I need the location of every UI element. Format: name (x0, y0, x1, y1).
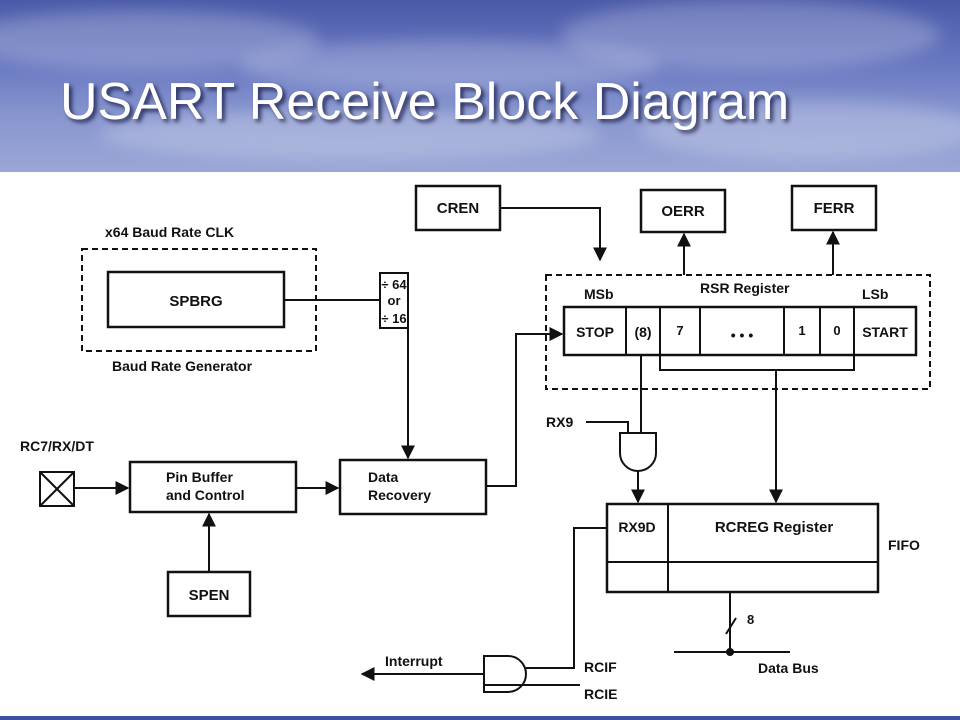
rx9-and-gate (619, 432, 657, 472)
rsr-start: START (862, 324, 908, 340)
rsr-dots: • • • (731, 327, 754, 343)
bus-junction (726, 648, 734, 656)
rsr-bit0: 0 (833, 323, 840, 338)
slide-title: USART Receive Block Diagram (60, 73, 790, 131)
footer-rule (0, 716, 960, 720)
rcie-label: RCIE (584, 686, 617, 702)
divider-line1: ÷ 64 (381, 277, 407, 292)
rsr-register-box (562, 305, 918, 357)
bus-width-label: 8 (747, 612, 754, 627)
rcreg-register-label: RCREG Register (715, 519, 834, 536)
rx9-label: RX9 (546, 414, 573, 430)
pin-buffer-line2: and Control (166, 487, 245, 503)
rsr-register-label: RSR Register (700, 280, 790, 296)
rsr-bit1: 1 (798, 323, 805, 338)
divider-line2: or (388, 293, 401, 308)
msb-label: MSb (584, 286, 614, 302)
oerr-box (639, 188, 727, 234)
oerr-label: OERR (661, 203, 705, 220)
usart-receive-diagram: x64 Baud Rate CLK Baud Rate Generator SP… (20, 184, 931, 702)
pin-label: RC7/RX/DT (20, 438, 94, 454)
baud-rate-clk-label: x64 Baud Rate CLK (105, 224, 234, 240)
interrupt-and-gate (483, 655, 527, 693)
rsr-bit7: 7 (676, 323, 683, 338)
fifo-label: FIFO (888, 537, 920, 553)
lsb-label: LSb (862, 286, 888, 302)
divider-line3: ÷ 16 (381, 311, 406, 326)
rsr-bit8: (8) (634, 324, 651, 340)
interrupt-label: Interrupt (385, 653, 443, 669)
cren-label: CREN (437, 200, 480, 217)
data-recovery-line1: Data (368, 469, 399, 485)
spbrg-label: SPBRG (169, 293, 222, 310)
rx9d-label: RX9D (618, 519, 655, 535)
data-recovery-line2: Recovery (368, 487, 431, 503)
rsr-dashed-region (545, 274, 931, 390)
baud-rate-generator-label: Baud Rate Generator (112, 358, 253, 374)
ferr-label: FERR (814, 200, 855, 217)
pin-buffer-line1: Pin Buffer (166, 469, 233, 485)
rsr-stop: STOP (576, 324, 614, 340)
spen-label: SPEN (189, 587, 230, 604)
ferr-box (790, 184, 878, 232)
rcreg-box (605, 502, 880, 594)
slide-header: USART Receive Block Diagram (0, 0, 960, 172)
data-bus-label: Data Bus (758, 660, 819, 676)
rcif-label: RCIF (584, 659, 617, 675)
